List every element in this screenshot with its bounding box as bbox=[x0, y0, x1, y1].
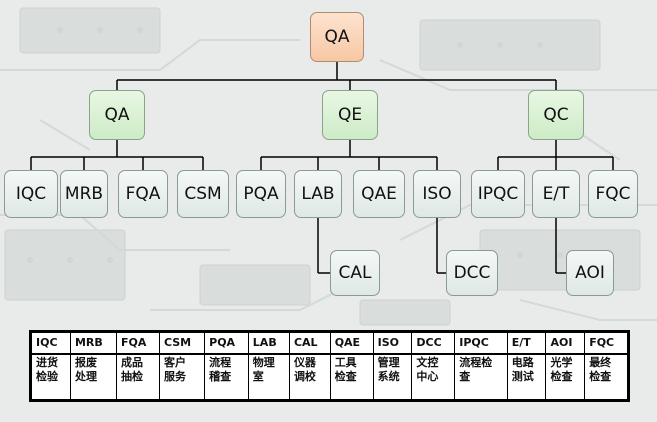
legend-meaning: 管理系统 bbox=[372, 353, 413, 401]
legend-meaning-row: 进货检验 报废处理 成品抽检 客户服务 流程稽查 物理室 仪器调校 工具检查 管… bbox=[30, 353, 629, 401]
legend-meaning: 客户服务 bbox=[158, 353, 206, 401]
node-mrb: MRB bbox=[60, 170, 108, 218]
legend-abbr: E/T bbox=[506, 331, 547, 355]
node-lab: LAB bbox=[294, 170, 342, 218]
legend-meaning: 文控中心 bbox=[411, 353, 456, 401]
legend-meaning-line1: 流程检 bbox=[459, 356, 493, 369]
node-qc: QC bbox=[528, 90, 584, 140]
legend-meaning: 电路测试 bbox=[506, 353, 547, 401]
legend-abbr: PQA bbox=[204, 331, 249, 355]
legend-meaning-line1: 成品 bbox=[120, 356, 143, 369]
node-qa-root: QA bbox=[310, 12, 364, 62]
legend-meaning-line2: 服务 bbox=[163, 370, 186, 383]
legend-abbr: LAB bbox=[247, 331, 290, 355]
legend-abbr: IPQC bbox=[454, 331, 508, 355]
legend-meaning: 进货检验 bbox=[30, 353, 71, 401]
legend-meaning: 光学检查 bbox=[545, 353, 586, 401]
legend-meaning-line2: 查 bbox=[459, 370, 471, 383]
legend-meaning-line1: 仪器 bbox=[293, 356, 316, 369]
legend-meaning: 报废处理 bbox=[69, 353, 117, 401]
legend-meaning-line1: 工具 bbox=[334, 356, 357, 369]
node-qe: QE bbox=[322, 90, 378, 140]
node-csm: CSM bbox=[177, 170, 229, 218]
legend-abbr: ISO bbox=[372, 331, 413, 355]
node-pqa: PQA bbox=[236, 170, 286, 218]
legend-meaning-line2: 检查 bbox=[550, 370, 573, 383]
legend-abbr: DCC bbox=[411, 331, 456, 355]
legend-meaning-line2: 处理 bbox=[74, 370, 97, 383]
legend-abbr: IQC bbox=[30, 331, 71, 355]
legend-meaning-line2: 检查 bbox=[589, 370, 612, 383]
legend-meaning-line1: 管理 bbox=[377, 356, 400, 369]
node-iqc: IQC bbox=[4, 170, 58, 218]
node-et: E/T bbox=[532, 170, 580, 218]
node-qae: QAE bbox=[353, 170, 405, 218]
legend-abbreviation-row: IQC MRB FQA CSM PQA LAB CAL QAE ISO DCC … bbox=[30, 331, 629, 355]
legend-table: IQC MRB FQA CSM PQA LAB CAL QAE ISO DCC … bbox=[29, 330, 630, 402]
legend-meaning-line1: 客户 bbox=[163, 356, 186, 369]
legend-meaning-line1: 电路 bbox=[511, 356, 534, 369]
legend-meaning-line2: 稽查 bbox=[209, 370, 232, 383]
legend-meaning-line1: 最终 bbox=[589, 356, 612, 369]
legend-meaning: 流程检查 bbox=[454, 353, 508, 401]
legend-meaning: 最终检查 bbox=[584, 353, 629, 401]
legend-meaning: 成品抽检 bbox=[115, 353, 160, 401]
legend-meaning: 物理室 bbox=[247, 353, 290, 401]
node-fqc: FQC bbox=[588, 170, 638, 218]
node-ipqc: IPQC bbox=[471, 170, 525, 218]
legend-meaning: 流程稽查 bbox=[204, 353, 249, 401]
node-qa: QA bbox=[89, 90, 145, 140]
legend-meaning: 工具检查 bbox=[329, 353, 374, 401]
node-fqa: FQA bbox=[118, 170, 168, 218]
node-cal: CAL bbox=[330, 250, 380, 296]
legend-meaning: 仪器调校 bbox=[288, 353, 331, 401]
legend-abbr: FQA bbox=[115, 331, 160, 355]
legend-meaning-line2: 检查 bbox=[334, 370, 357, 383]
legend-meaning-line1: 光学 bbox=[550, 356, 573, 369]
legend-meaning-line2: 检验 bbox=[36, 370, 58, 383]
legend-abbr: QAE bbox=[329, 331, 374, 355]
node-iso: ISO bbox=[413, 170, 461, 218]
legend-abbr: FQC bbox=[584, 331, 629, 355]
legend-meaning-line1: 物理 bbox=[252, 356, 275, 369]
legend-meaning-line2: 中心 bbox=[416, 370, 439, 383]
legend-meaning-line1: 进货 bbox=[36, 356, 58, 369]
node-aoi: AOI bbox=[566, 250, 614, 296]
legend-meaning-line1: 流程 bbox=[209, 356, 232, 369]
node-dcc: DCC bbox=[446, 250, 498, 296]
legend-meaning-line2: 抽检 bbox=[120, 370, 143, 383]
legend-abbr: MRB bbox=[69, 331, 117, 355]
legend-meaning-line2: 室 bbox=[252, 370, 264, 383]
legend-abbr: AOI bbox=[545, 331, 586, 355]
legend-abbr: CSM bbox=[158, 331, 206, 355]
legend-meaning-line2: 测试 bbox=[511, 370, 534, 383]
legend-meaning-line2: 系统 bbox=[377, 370, 400, 383]
legend-abbr: CAL bbox=[288, 331, 331, 355]
legend-meaning-line1: 报废 bbox=[74, 356, 97, 369]
legend-meaning-line1: 文控 bbox=[416, 356, 439, 369]
legend-meaning-line2: 调校 bbox=[293, 370, 316, 383]
